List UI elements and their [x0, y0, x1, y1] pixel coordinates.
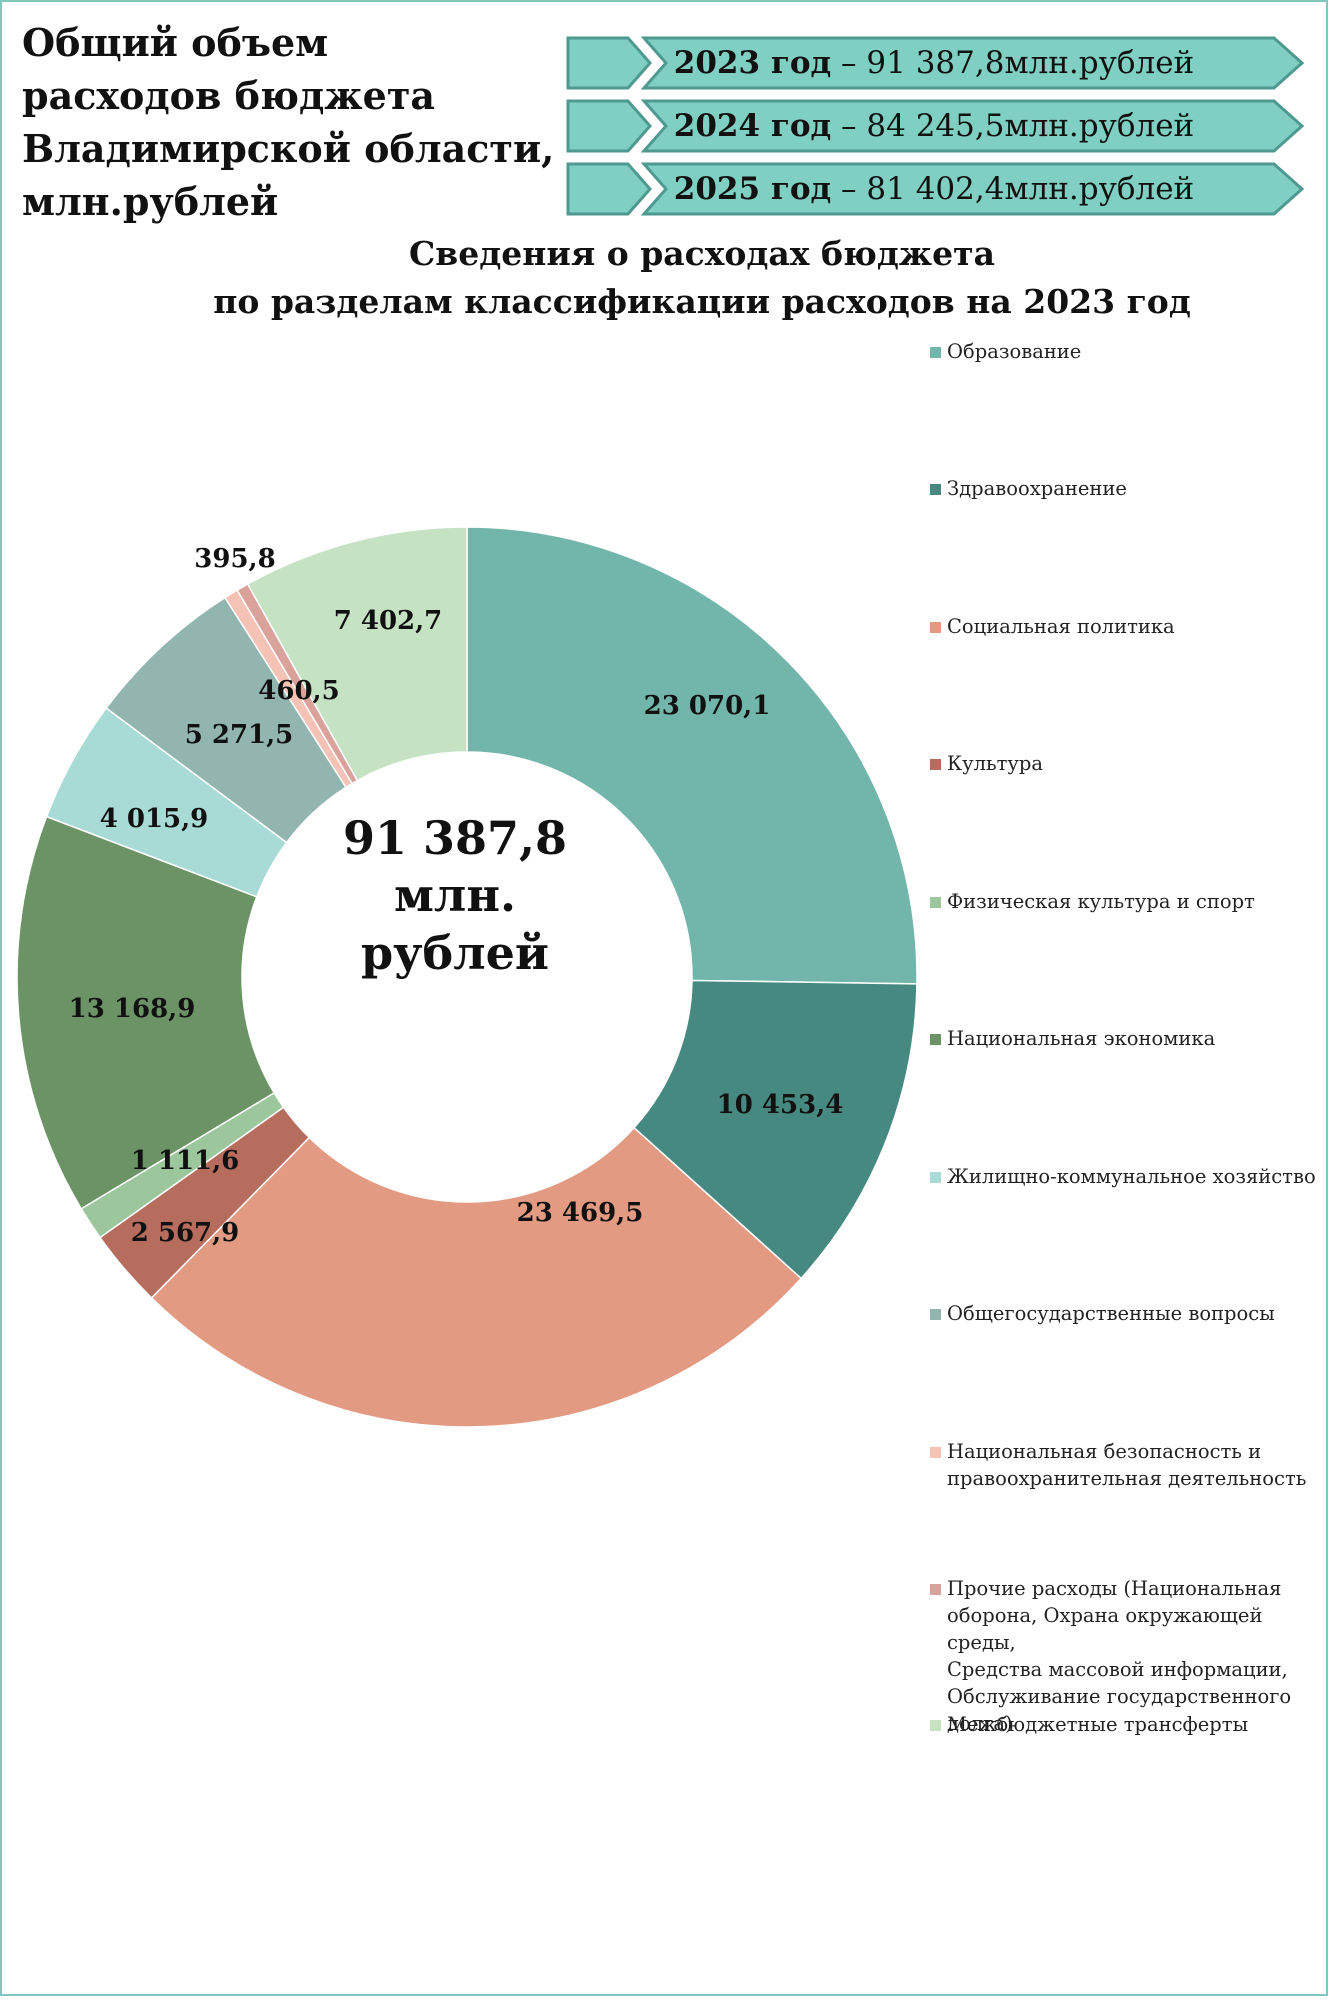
legend-item: Здравоохранение [930, 475, 1330, 502]
slice-value-label: 1 111,6 [131, 1146, 240, 1176]
legend-swatch [930, 484, 941, 495]
year-total-text: 2023 год – 91 387,8млн.рублей [644, 36, 1224, 90]
legend-label: Социальная политика [947, 615, 1175, 638]
ribbon-arrow-shape [566, 162, 1305, 216]
year-total-text: 2025 год – 81 402,4млн.рублей [644, 162, 1224, 216]
donut-slice [16, 815, 276, 1210]
legend-swatch [930, 1034, 941, 1045]
year-total-2023: 2023 год – 91 387,8млн.рублей [566, 36, 1306, 90]
legend-label: Межбюджетные трансферты [947, 1713, 1249, 1736]
slice-value-label: 2 567,9 [131, 1218, 240, 1248]
slice-value-label: 460,5 [258, 676, 339, 706]
slice-value-label: 13 168,9 [69, 994, 196, 1024]
legend-label: Прочие расходы (Национальная оборона, Ох… [947, 1577, 1292, 1735]
legend-swatch [930, 622, 941, 633]
year-amount: 91 387,8млн.рублей [866, 45, 1195, 81]
legend-item: Жилищно-коммунальное хозяйство [930, 1163, 1330, 1190]
legend-swatch [930, 1584, 941, 1595]
center-total-line: млн. [394, 868, 516, 922]
legend-item: Культура [930, 750, 1330, 777]
legend-label: Здравоохранение [947, 477, 1127, 500]
year-total-text: 2024 год – 84 245,5млн.рублей [644, 99, 1224, 153]
legend-item: Общегосударственные вопросы [930, 1300, 1330, 1327]
center-total-line: рублей [361, 926, 549, 980]
legend-swatch [930, 897, 941, 908]
chart-title: Сведения о расходах бюджета по разделам … [213, 234, 1191, 321]
donut-slice [466, 526, 918, 985]
center-total-line: 91 387,8 [343, 811, 567, 865]
legend-item: Прочие расходы (Национальная оборона, Ох… [930, 1575, 1330, 1737]
slice-value-label: 5 271,5 [185, 720, 294, 750]
year-separator: – [831, 45, 867, 81]
legend-item: Национальная экономика [930, 1025, 1330, 1052]
legend-item: Социальная политика [930, 613, 1330, 640]
legend-swatch [930, 1447, 941, 1458]
legend-label: Жилищно-коммунальное хозяйство [947, 1165, 1316, 1188]
slice-value-label: 395,8 [194, 544, 275, 574]
legend-item: Образование [930, 338, 1330, 365]
legend-swatch [930, 759, 941, 770]
legend-label: Национальная безопасность и правоохранит… [947, 1440, 1307, 1490]
ribbon-arrow-shape [566, 99, 1305, 153]
year-label: 2025 год [673, 171, 832, 207]
legend-item: Национальная безопасность и правоохранит… [930, 1438, 1330, 1492]
legend-item: Физическая культура и спорт [930, 888, 1330, 915]
year-label: 2023 год [673, 45, 832, 81]
slice-value-label: 23 469,5 [517, 1198, 644, 1228]
year-separator: – [831, 108, 867, 144]
legend-label: Общегосударственные вопросы [947, 1302, 1275, 1325]
ribbon-arrow-shape [566, 36, 1305, 90]
legend-label: Культура [947, 752, 1043, 775]
year-label: 2024 год [673, 108, 832, 144]
year-separator: – [831, 171, 867, 207]
year-amount: 81 402,4млн.рублей [866, 171, 1195, 207]
slice-value-label: 7 402,7 [334, 606, 443, 636]
year-total-2024: 2024 год – 84 245,5млн.рублей [566, 99, 1306, 153]
yearly-totals: 2023 год – 91 387,8млн.рублей 2024 год –… [566, 36, 1306, 225]
legend-label: Физическая культура и спорт [947, 890, 1255, 913]
donut-slice [150, 1126, 803, 1428]
legend-label: Образование [947, 340, 1082, 363]
donut-slice [246, 526, 468, 782]
legend-swatch [930, 347, 941, 358]
main-title: Общий объем расходов бюджета Владимирско… [22, 20, 555, 224]
slice-value-label: 10 453,4 [717, 1090, 844, 1120]
legend-swatch [930, 1172, 941, 1183]
slice-value-label: 4 015,9 [100, 804, 209, 834]
legend-label: Национальная экономика [947, 1027, 1216, 1050]
slice-value-label: 23 070,1 [644, 691, 771, 721]
year-total-2025: 2025 год – 81 402,4млн.рублей [566, 162, 1306, 216]
year-amount: 84 245,5млн.рублей [866, 108, 1195, 144]
legend-swatch [930, 1720, 941, 1731]
donut-slice [632, 979, 918, 1280]
legend-item: Межбюджетные трансферты [930, 1711, 1330, 1738]
legend-swatch [930, 1309, 941, 1320]
